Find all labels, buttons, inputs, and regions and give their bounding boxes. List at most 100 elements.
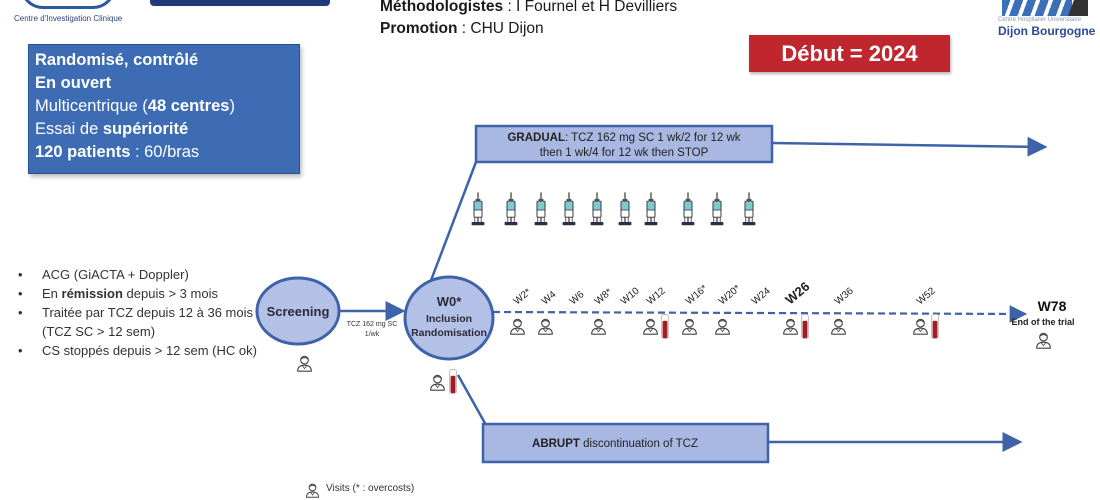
chu-logo-mark-dark [1068, 0, 1088, 16]
screening-node [255, 276, 341, 346]
timeline-week-label: W20* [717, 283, 743, 307]
timeline-week-label: W26 [782, 279, 812, 308]
syringe-icon [643, 191, 659, 226]
timeline-week-label: W36 [833, 285, 856, 307]
visit-icon [831, 318, 846, 335]
abrupt-arm-label: ABRUPT discontinuation of TCZ [532, 438, 698, 450]
timeline-week-label: W12 [645, 285, 668, 307]
screening-arrow-label-1: TCZ 162 mg SC [347, 321, 398, 328]
syringe-icon [617, 191, 633, 226]
w0-title: W0* [437, 294, 463, 309]
syringe-icon [589, 191, 605, 226]
timeline-week-label: W6 [568, 289, 587, 307]
study-design-box: Randomisé, contrôlé En ouvert Multicentr… [28, 44, 300, 174]
cic-logo-text: Centre d'Investigation Clinique [14, 14, 123, 23]
timeline-week-label: W2* [512, 287, 534, 308]
syringe-icon [533, 191, 549, 226]
gradual-arm-title: GRADUAL [507, 132, 565, 144]
design-per-arm: : 60/bras [130, 143, 200, 161]
criteria-bold: rémission [61, 286, 123, 301]
timeline-week-label: W8* [593, 287, 615, 308]
design-superiority: supériorité [102, 120, 189, 138]
visit-icon [591, 318, 606, 335]
criteria-item: Traitée par TCZ depuis 12 à 36 mois (TCZ… [18, 303, 268, 341]
chu-logo-mark [1002, 0, 1072, 16]
chu-logo-subtitle: Centre Hospitalier Universitaire [998, 17, 1082, 23]
legend-visit-icon [306, 483, 319, 498]
w0-blood-sample-icon [449, 369, 457, 394]
gradual-arm-schedule: : TCZ 162 mg SC 1 wk/2 for 12 wk [565, 132, 741, 144]
injection-schedule [470, 191, 757, 226]
w0-visit-icon [430, 374, 445, 391]
methodologists-label: Méthodologistes [380, 0, 504, 15]
w0-randomisation: Randomisation [411, 327, 487, 339]
gradual-arm-line1: GRADUAL: TCZ 162 mg SC 1 wk/2 for 12 wk [507, 132, 740, 144]
inclusion-criteria-list: ACG (GiACTA + Doppler) En rémission depu… [18, 265, 268, 360]
criteria-text: Traitée par TCZ depuis 12 à 36 mois (TCZ… [42, 305, 253, 339]
visit-icon [538, 318, 553, 335]
timeline-week-label: W4 [540, 289, 559, 307]
chu-logo-name: Dijon Bourgogne [998, 24, 1096, 38]
w0-inclusion: Inclusion [426, 313, 472, 325]
start-date-badge: Début = 2024 [749, 35, 950, 72]
syringe-icon [470, 191, 486, 226]
visit-icon [913, 318, 928, 335]
promotion-label: Promotion [380, 20, 458, 37]
visit-icon [682, 318, 697, 335]
abrupt-branch-line [456, 374, 488, 426]
design-paren: ) [229, 97, 235, 115]
blood-sample-icon [801, 314, 809, 339]
design-centres-count: 48 centres [147, 97, 230, 115]
gradual-arm-line2: then 1 wk/4 for 12 wk then STOP [540, 147, 709, 159]
trial-logo [150, 0, 330, 6]
w0-node [403, 275, 495, 361]
criteria-item: CS stoppés depuis > 12 sem (HC ok) [18, 341, 268, 360]
timeline-week-label: W16* [684, 283, 710, 307]
design-multicentre: Multicentrique ( [35, 97, 148, 115]
screening-arrow-label-2: 1/wk [365, 331, 380, 338]
design-line-2: En ouvert [35, 72, 299, 95]
cic-logo: Centre d'Investigation Clinique [0, 0, 130, 30]
timeline-week-label: W52 [915, 285, 938, 307]
gradual-branch-line [428, 161, 478, 284]
syringe-icon [709, 191, 725, 226]
syringe-icon [680, 191, 696, 226]
visit-icon [643, 318, 658, 335]
design-randomized: Randomisé, contrôlé [35, 51, 199, 69]
abrupt-arm-desc: discontinuation of TCZ [580, 438, 698, 450]
chu-logo: Centre Hospitalier Universitaire Dijon B… [990, 0, 1100, 40]
end-visit-icon [1036, 332, 1051, 349]
design-open-label: En ouvert [35, 74, 112, 92]
study-header: Méthodologistes : I Fournel et H Devilli… [380, 0, 677, 40]
abrupt-arm-title: ABRUPT [532, 438, 580, 450]
design-line-5: 120 patients : 60/bras [35, 141, 299, 164]
promotion-value: : CHU Dijon [457, 20, 544, 37]
screening-visit-icon [297, 355, 312, 372]
screening-label: Screening [267, 304, 330, 319]
criteria-item: En rémission depuis > 3 mois [18, 284, 268, 303]
gradual-arm-arrow [771, 136, 1048, 157]
design-patients: 120 patients [35, 143, 131, 161]
end-week-label: W78 [1038, 298, 1067, 314]
visit-icon [783, 318, 798, 335]
criteria-text: En [42, 286, 62, 301]
criteria-text: CS stoppés depuis > 12 sem (HC ok) [42, 343, 257, 358]
blood-sample-icon [931, 314, 939, 339]
criteria-text: depuis > 3 mois [122, 286, 218, 301]
criteria-item: ACG (GiACTA + Doppler) [18, 265, 268, 284]
end-of-trial-label: End of the trial [1012, 317, 1075, 327]
follow-up-timeline [492, 305, 1028, 323]
design-line-1: Randomisé, contrôlé [35, 49, 299, 72]
methodologists-line: Méthodologistes : I Fournel et H Devilli… [380, 0, 677, 18]
promotion-line: Promotion : CHU Dijon [380, 18, 677, 40]
design-line-4: Essai de supériorité [35, 118, 299, 141]
visit-icon [715, 318, 730, 335]
syringe-icon [561, 191, 577, 226]
timeline-week-label: W24 [750, 285, 773, 307]
visit-icon [510, 318, 525, 335]
criteria-text: ACG (GiACTA + Doppler) [42, 267, 189, 282]
timeline-week-label: W10 [619, 285, 642, 307]
design-trial-type-label: Essai de [35, 120, 103, 138]
